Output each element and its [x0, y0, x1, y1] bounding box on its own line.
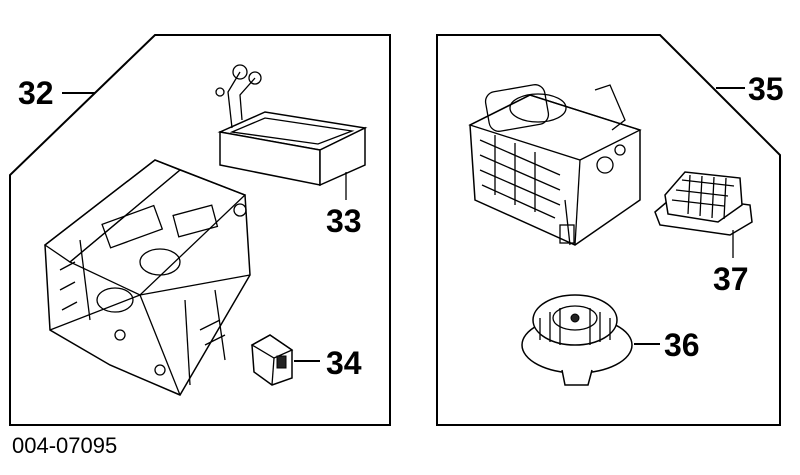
air-filter-illustration — [654, 171, 753, 236]
resistor-illustration — [250, 334, 294, 386]
blower-unit-illustration — [468, 84, 642, 246]
callout-34: 34 — [326, 345, 362, 381]
callout-33: 33 — [326, 203, 362, 239]
callout-35: 35 — [748, 71, 784, 107]
right-panel-frame — [436, 34, 781, 426]
blower-motor-illustration — [521, 294, 633, 386]
right-panel: 35 37 — [436, 34, 784, 426]
callout-37: 37 — [713, 261, 749, 297]
callout-36: 36 — [664, 327, 700, 363]
heater-core-illustration — [215, 64, 368, 187]
left-panel-frame — [9, 34, 391, 426]
reference-code: 004-07095 — [12, 433, 117, 458]
heater-unit-illustration — [43, 159, 251, 396]
left-panel: 32 — [9, 34, 391, 426]
callout-32: 32 — [18, 75, 54, 111]
